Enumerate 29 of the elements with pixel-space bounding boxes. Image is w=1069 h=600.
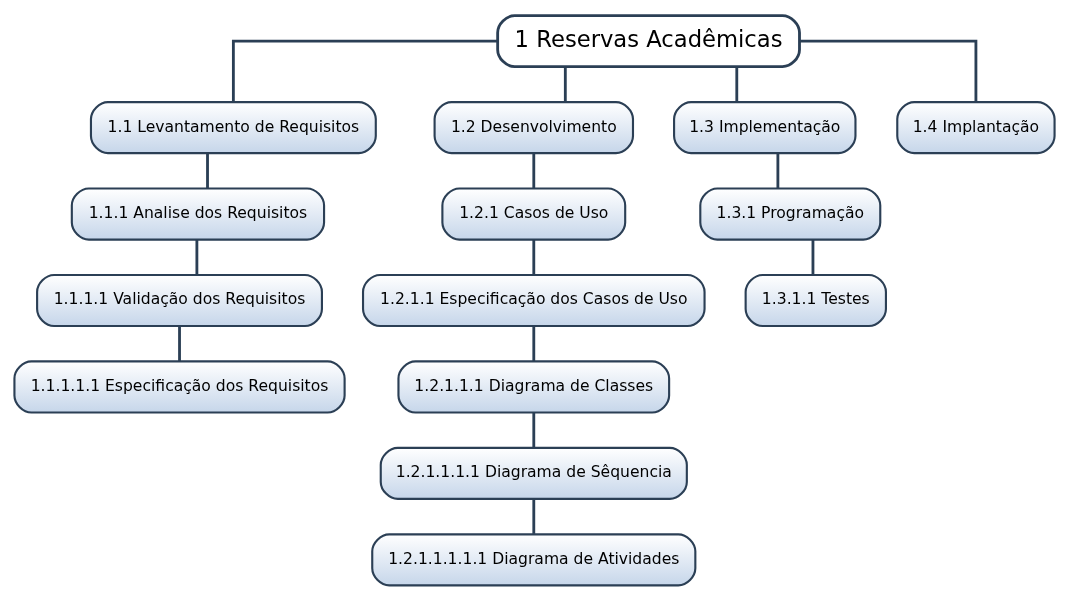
node-box: 1.1 Levantamento de Requisitos [89, 100, 377, 154]
node-box: 1 Reservas Acadêmicas [496, 13, 801, 68]
node-box: 1.2.1.1.1.1 Diagrama de Sêquencia [379, 446, 688, 500]
node-box: 1.2 Desenvolvimento [433, 100, 635, 154]
node-box: 1.3.1 Programação [699, 187, 882, 241]
connector [206, 153, 209, 188]
connector [811, 239, 815, 275]
connector [532, 153, 536, 188]
node-box: 1.2.1 Casos de Uso [441, 187, 627, 241]
connector [178, 325, 181, 361]
node-box: 1.1.1 Analise dos Requisitos [70, 187, 326, 241]
connector [532, 239, 536, 275]
connector [532, 498, 536, 534]
node-box: 1.2.1.1 Especificação dos Casos de Uso [361, 273, 706, 327]
connector [799, 39, 978, 102]
node-box: 1.3 Implementação [673, 100, 857, 154]
connector [563, 66, 567, 102]
connector [195, 239, 199, 275]
connector [532, 412, 536, 447]
connector [532, 325, 536, 361]
node-box: 1.2.1.1.1 Diagrama de Classes [397, 359, 671, 413]
connector [776, 153, 780, 188]
node-box: 1.3.1.1 Testes [744, 273, 887, 327]
connector [735, 66, 739, 102]
node-box: 1.4 Implantação [896, 100, 1056, 154]
node-box: 1.1.1.1 Validação dos Requisitos [36, 273, 323, 327]
node-box: 1.2.1.1.1.1.1 Diagrama de Atividades [371, 532, 697, 586]
node-box: 1.1.1.1.1 Especificação dos Requisitos [13, 359, 346, 413]
connector [231, 39, 498, 102]
